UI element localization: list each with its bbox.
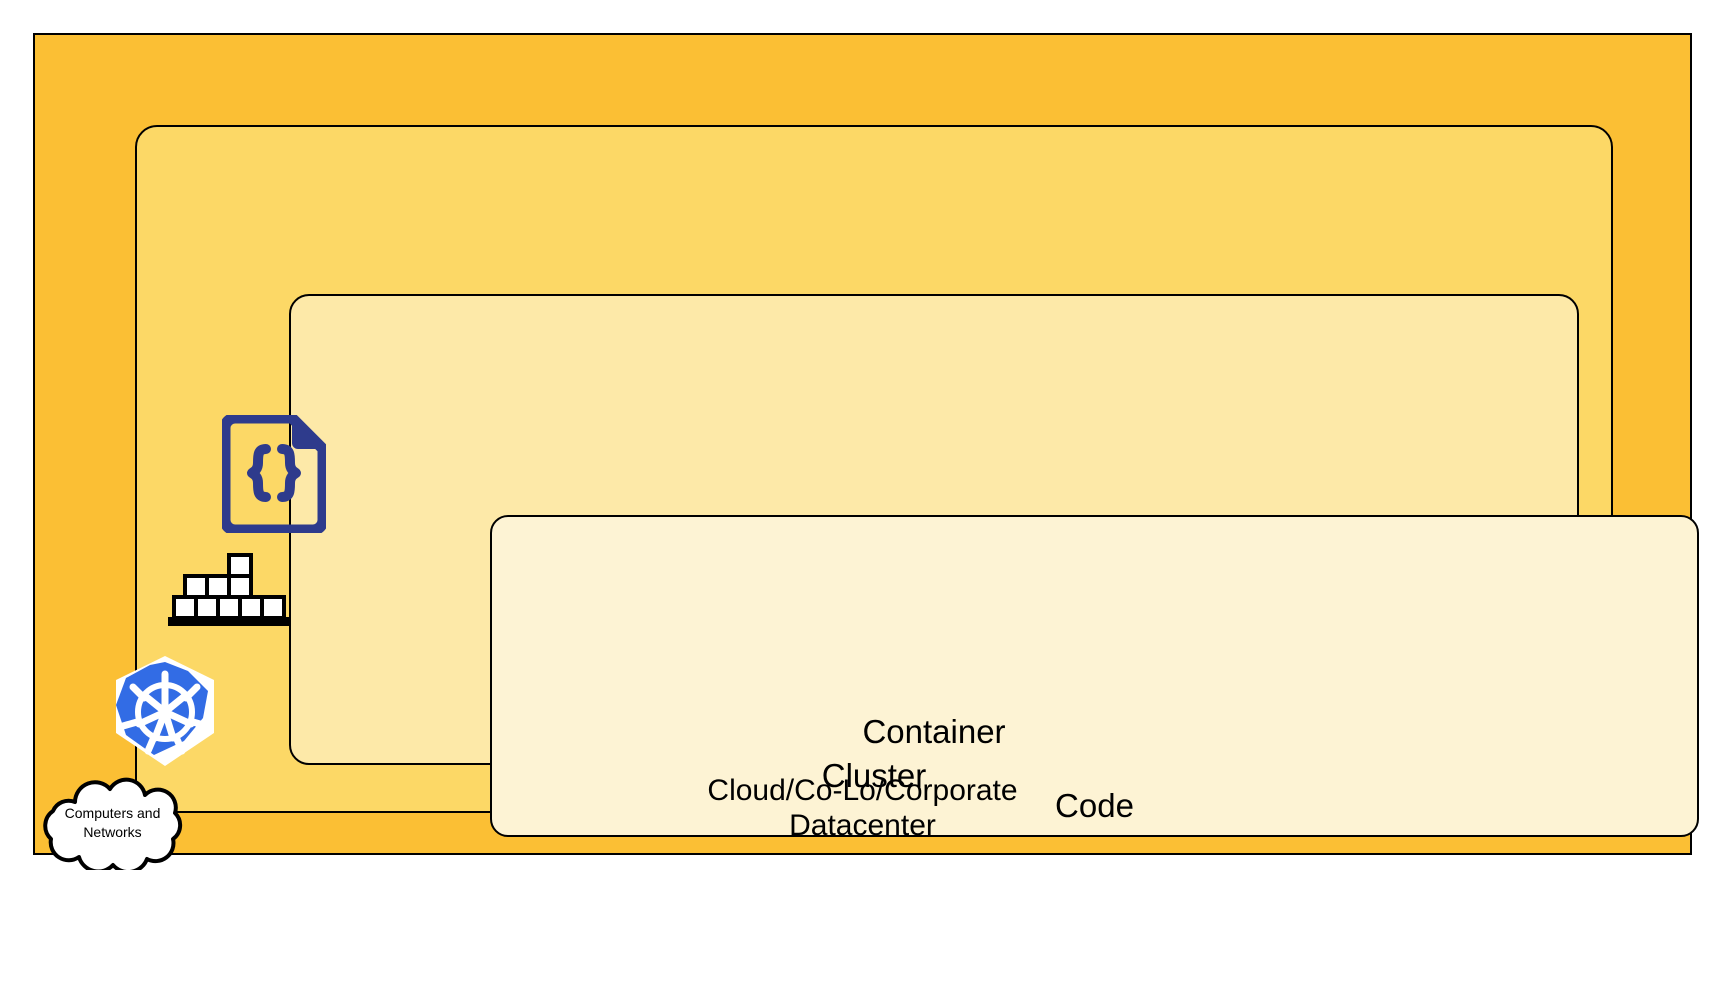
layer-container[interactable]: Code Container <box>289 294 1699 837</box>
computers-and-networks-label: Computers and Networks <box>64 804 161 840</box>
cloud-icon <box>43 777 183 870</box>
kubernetes-helm-icon <box>110 655 220 767</box>
layer-container-label: Container <box>862 713 1006 751</box>
stacked-bricks-icon <box>168 553 290 626</box>
computers-and-networks-cloud[interactable]: Computers and Networks <box>35 775 190 870</box>
layer-code-label: Code <box>1055 787 1134 825</box>
layer-datacenter[interactable]: Code Container Cluster Cloud/Co-Lo/Corpo… <box>33 33 1699 855</box>
layer-datacenter-label: Cloud/Co-Lo/Corporate Datacenter <box>707 774 1018 842</box>
layer-cluster[interactable]: Code Container Cluster <box>135 125 1699 837</box>
code-document-icon <box>219 412 329 536</box>
layer-cluster-label: Cluster <box>821 757 927 795</box>
layer-code[interactable]: Code <box>490 515 1699 837</box>
